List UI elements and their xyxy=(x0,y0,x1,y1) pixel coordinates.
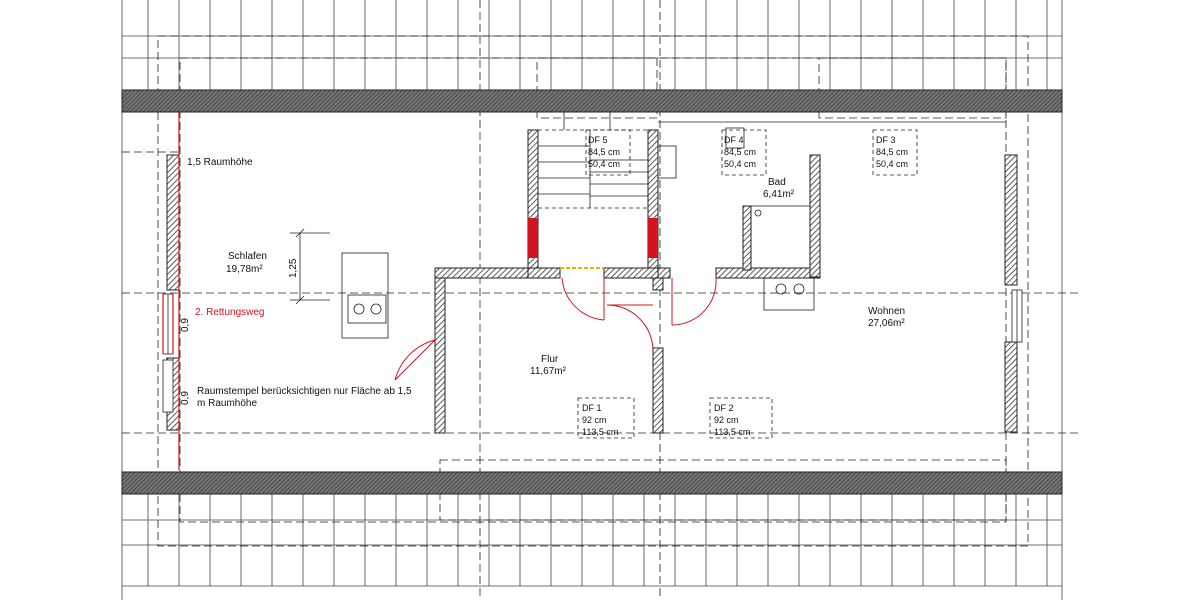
skylight-df5-w: 84,5 cm xyxy=(588,147,621,157)
room-name-bad: Bad xyxy=(768,177,786,188)
skylight-df1-name: DF 1 xyxy=(582,403,602,413)
skylight-df2-name: DF 2 xyxy=(714,403,734,413)
raumhoehe-note: 1,5 Raumhöhe xyxy=(187,157,253,168)
skylight-df4-h: 50,4 cm xyxy=(724,159,757,169)
rettungsweg-note: 2. Rettungsweg xyxy=(195,307,265,318)
bad-fixtures xyxy=(657,111,1006,311)
stairs xyxy=(537,112,649,209)
skylight-df2-w: 92 cm xyxy=(714,415,739,425)
red-window-line xyxy=(162,112,180,470)
skylight-df3-w: 84,5 cm xyxy=(876,147,909,157)
room-area-wohnen: 27,06m² xyxy=(868,318,905,329)
skylight-df3-h: 50,4 cm xyxy=(876,159,909,169)
raumstempel-line2: m Raumhöhe xyxy=(197,398,258,409)
dashed-outlines xyxy=(122,0,1080,600)
roof-vertical-lines xyxy=(147,0,1048,586)
bed-dimension xyxy=(290,228,330,305)
skylight-df5-h: 50,4 cm xyxy=(588,159,621,169)
interior-walls xyxy=(166,129,1018,434)
doors xyxy=(394,277,717,381)
skylight-boxes xyxy=(577,129,918,439)
skylight-df1-w: 92 cm xyxy=(582,415,607,425)
window-dimension-a: 0,9 xyxy=(180,318,191,332)
skylight-df1-h: 113,5 cm xyxy=(582,427,619,437)
skylight-df4-name: DF 4 xyxy=(724,135,744,145)
room-name-flur: Flur xyxy=(541,354,559,365)
skylight-df4-w: 84,5 cm xyxy=(724,147,757,157)
room-area-flur: 11,67m² xyxy=(530,366,566,377)
skylight-df3-name: DF 3 xyxy=(876,135,896,145)
room-name-schlafen: Schlafen xyxy=(228,251,267,262)
skylight-df5-name: DF 5 xyxy=(588,135,608,145)
roof-beam-top xyxy=(121,89,1063,113)
room-area-bad: 6,41m² xyxy=(763,189,795,200)
window-dimension-b: 0,9 xyxy=(180,391,191,405)
skylight-df2-h: 113,5 cm xyxy=(714,427,751,437)
bed-height-dimension: 1,25 xyxy=(288,258,299,278)
roof-beam-bottom xyxy=(121,471,1063,495)
room-area-schlafen: 19,78m² xyxy=(226,264,263,275)
room-name-wohnen: Wohnen xyxy=(868,306,906,317)
red-markers xyxy=(528,218,658,258)
raumstempel-line1: Raumstempel berücksichtigen nur Fläche a… xyxy=(197,386,412,397)
stove-schlafen xyxy=(341,252,389,339)
